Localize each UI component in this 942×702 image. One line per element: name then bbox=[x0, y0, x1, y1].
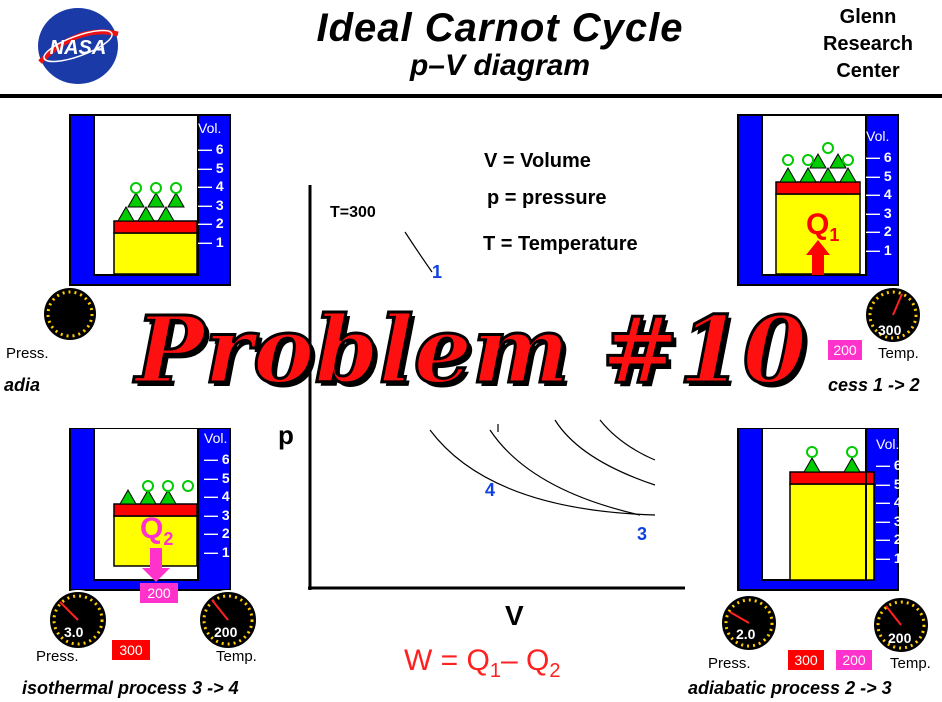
legend-volume: V = Volume bbox=[484, 150, 591, 172]
equation-w: W = Q bbox=[404, 644, 490, 677]
vol-scale-bottom-right: — 6 — 5 — 4 — 3 — 2 — 1 bbox=[876, 456, 916, 567]
caption-top-left: adia bbox=[4, 375, 41, 395]
page-subtitle: p–V diagram bbox=[409, 49, 591, 82]
pressure-label-bottom-right: Press. bbox=[708, 655, 751, 672]
point-3-label: 3 bbox=[637, 524, 648, 544]
temp-badge-bottom-right: 200 bbox=[836, 650, 872, 670]
temp-value-bottom-right: 200 bbox=[888, 630, 912, 646]
vol-tick-5: — 5 bbox=[204, 469, 230, 486]
vol-scale-top-left: — 6 — 5 — 4 — 3 — 2 — 1 bbox=[198, 140, 238, 251]
vol-tick-6: — 6 bbox=[866, 149, 892, 165]
y-axis-label: p bbox=[278, 420, 294, 450]
caption-bottom-left: isothermal process 3 -> 4 bbox=[22, 678, 239, 698]
vol-tick-1: — 1 bbox=[866, 241, 892, 258]
temp-label-bottom-right: Temp. bbox=[890, 655, 931, 672]
heat-out-q: Q bbox=[140, 512, 164, 545]
heat-in-label: Q1 bbox=[806, 208, 839, 246]
vol-tick-1: — 1 bbox=[204, 543, 230, 560]
vol-tick-4: — 4 bbox=[204, 488, 230, 504]
vol-label-bottom-left: Vol. bbox=[204, 430, 228, 446]
temperature-gauge-bottom-left bbox=[198, 590, 258, 650]
caption-bottom-right: adiabatic process 2 -> 3 bbox=[688, 678, 892, 698]
pressure-value-bottom-right: 2.0 bbox=[736, 626, 756, 642]
pressure-label-bottom-left: Press. bbox=[36, 648, 79, 665]
isotherm-high-curve bbox=[404, 231, 433, 273]
equation-minus: – Q bbox=[500, 644, 550, 677]
caption-top-right: cess 1 -> 2 bbox=[828, 375, 920, 395]
heat-in-q: Q bbox=[806, 208, 830, 241]
x-axis-label: V bbox=[505, 600, 524, 631]
vol-tick-2: — 2 bbox=[866, 223, 892, 239]
vol-tick-4: — 4 bbox=[866, 186, 892, 202]
temp-label-top-right: Temp. bbox=[878, 345, 919, 362]
vol-scale-bottom-left: — 6 — 5 — 4 — 3 — 2 — 1 bbox=[204, 450, 244, 561]
page-title: Ideal Carnot Cycle bbox=[316, 6, 684, 50]
vol-label-top-right: Vol. bbox=[866, 128, 890, 144]
point-4-label: 4 bbox=[485, 480, 496, 500]
pv-diagram bbox=[308, 185, 685, 590]
vol-label-top-left: Vol. bbox=[198, 120, 222, 136]
pressure-gauge-bottom-right bbox=[720, 594, 778, 652]
header-divider bbox=[0, 94, 942, 98]
vol-tick-5: — 5 bbox=[866, 167, 892, 184]
curve-short bbox=[599, 419, 656, 461]
heat-out-label: Q2 bbox=[140, 512, 173, 550]
vol-tick-3: — 3 bbox=[876, 512, 902, 529]
vol-tick-1: — 1 bbox=[876, 549, 902, 566]
nasa-logo: NASA bbox=[38, 8, 119, 84]
cylinder-top-right bbox=[737, 114, 899, 286]
org-line-3: Center bbox=[836, 60, 900, 82]
equation-sub2: 2 bbox=[549, 660, 561, 682]
pressure-badge-bottom-left: 300 bbox=[112, 640, 150, 660]
vol-tick-1: — 1 bbox=[198, 233, 224, 250]
legend-pressure: p = pressure bbox=[487, 187, 607, 209]
heat-out-sub: 2 bbox=[163, 529, 174, 549]
work-equation: W = Q1– Q2 bbox=[404, 644, 560, 683]
vol-tick-5: — 5 bbox=[876, 475, 902, 492]
problem-banner: Problem #10 bbox=[134, 296, 808, 404]
adiabat-curve-a bbox=[489, 429, 641, 516]
vol-tick-6: — 6 bbox=[876, 457, 902, 473]
vol-tick-5: — 5 bbox=[198, 159, 224, 176]
vol-tick-2: — 2 bbox=[876, 531, 902, 547]
vol-tick-3: — 3 bbox=[198, 196, 224, 213]
isotherm-low-curve bbox=[429, 429, 656, 516]
cylinder-bottom-right bbox=[737, 428, 899, 591]
pressure-badge-bottom-right: 300 bbox=[788, 650, 824, 670]
temp-label-bottom-left: Temp. bbox=[216, 648, 257, 665]
org-line-1: Glenn bbox=[839, 6, 897, 28]
pressure-label-top-left: Press. bbox=[6, 345, 49, 362]
legend-temperature: T = Temperature bbox=[483, 233, 638, 255]
equation-sub1: 1 bbox=[489, 660, 501, 682]
vol-tick-6: — 6 bbox=[204, 451, 230, 467]
adiabat-curve-b bbox=[554, 419, 656, 486]
temperature-gauge-top-right bbox=[864, 286, 922, 344]
vol-tick-3: — 3 bbox=[866, 204, 892, 221]
cylinder-bottom-left bbox=[69, 428, 231, 591]
t-label: T=300 bbox=[330, 204, 376, 221]
org-line-2: Research bbox=[822, 33, 914, 55]
temp-value-bottom-left: 200 bbox=[214, 624, 238, 640]
pressure-gauge-bottom-left bbox=[48, 590, 108, 650]
vol-tick-3: — 3 bbox=[204, 506, 230, 523]
nasa-logo-text: NASA bbox=[50, 37, 107, 59]
vol-scale-top-right: — 6 — 5 — 4 — 3 — 2 — 1 bbox=[866, 148, 906, 259]
heat-out-badge: 200 bbox=[140, 583, 178, 603]
temperature-gauge-bottom-right bbox=[872, 596, 930, 654]
temp-badge-top-right: 200 bbox=[828, 340, 862, 360]
pressure-value-bottom-left: 3.0 bbox=[64, 624, 84, 640]
vol-tick-2: — 2 bbox=[204, 525, 230, 541]
cylinder-top-left bbox=[69, 114, 231, 286]
org-name: Glenn Research Center bbox=[808, 4, 928, 85]
vol-tick-6: — 6 bbox=[198, 141, 224, 157]
point-1-label: 1 bbox=[432, 262, 443, 282]
vol-label-bottom-right: Vol. bbox=[876, 436, 900, 452]
heat-in-sub: 1 bbox=[829, 225, 840, 245]
vol-tick-2: — 2 bbox=[198, 215, 224, 231]
temp-value-top-right: 300 bbox=[878, 322, 902, 338]
vol-tick-4: — 4 bbox=[198, 178, 224, 194]
pressure-gauge-top-left bbox=[42, 286, 98, 342]
vol-tick-4: — 4 bbox=[876, 494, 902, 510]
